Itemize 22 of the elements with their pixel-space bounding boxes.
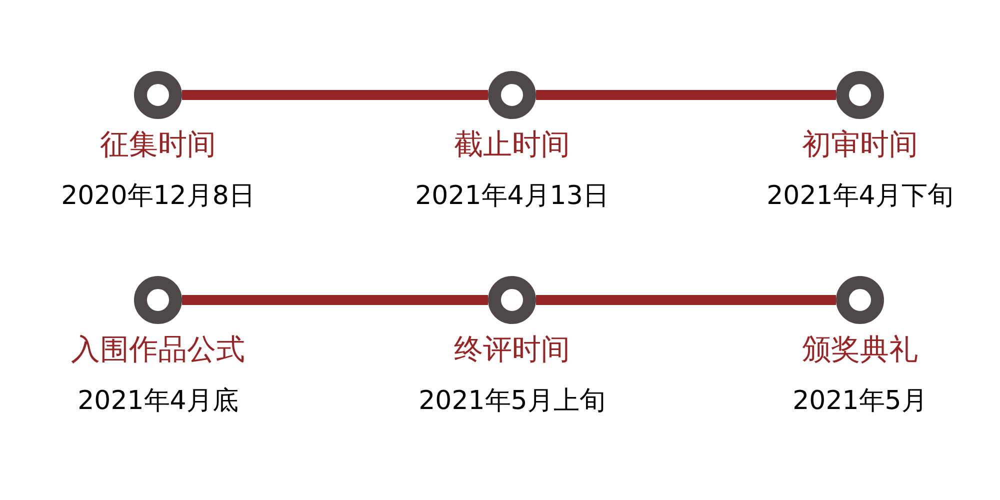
connector-line — [536, 295, 836, 305]
ring-marker — [488, 71, 536, 119]
connector-line — [536, 90, 836, 100]
stage-title: 征集时间 — [100, 129, 216, 161]
date-text: 2021年5月 — [792, 387, 928, 416]
date-text: 2021年4月13日 — [415, 182, 609, 211]
connector-line — [182, 90, 488, 100]
stage-title: 截止时间 — [454, 129, 570, 161]
stage-title: 初审时间 — [802, 129, 918, 161]
ring-marker — [134, 71, 182, 119]
date-text: 2020年12月8日 — [61, 182, 255, 211]
stage-title: 入围作品公式 — [71, 334, 245, 366]
ring-marker — [488, 276, 536, 324]
date-text: 2021年4月底 — [78, 387, 238, 416]
stage-title: 终评时间 — [454, 334, 570, 366]
connector-line — [182, 295, 488, 305]
date-text: 2021年5月上旬 — [418, 387, 606, 416]
ring-marker — [134, 276, 182, 324]
date-text: 2021年4月下旬 — [766, 182, 954, 211]
ring-marker — [836, 276, 884, 324]
ring-marker — [836, 71, 884, 119]
stage-title: 颁奖典礼 — [802, 334, 918, 366]
